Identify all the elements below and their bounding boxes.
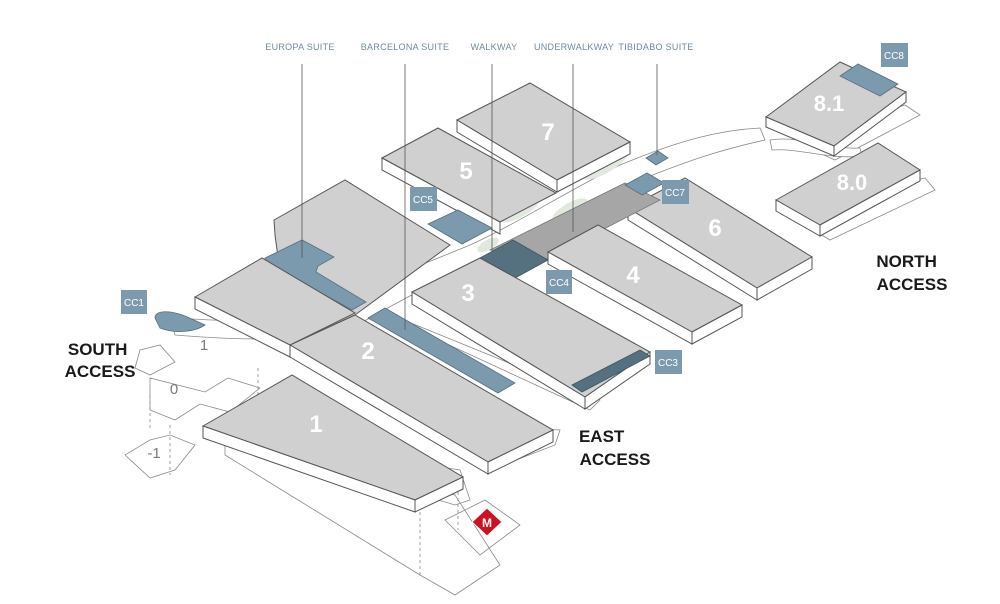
cc4-badge[interactable]: CC4 (546, 270, 572, 294)
east-access-line1: EAST (579, 427, 625, 446)
hall-8-0[interactable] (774, 142, 921, 237)
north-access-label: NORTH ACCESS (876, 252, 947, 294)
hall-6-label: 6 (708, 215, 721, 242)
metro-icon[interactable]: M (471, 507, 503, 537)
east-access-label: EAST ACCESS (579, 427, 650, 469)
cc7-label: CC7 (665, 188, 685, 199)
hall-1[interactable] (201, 374, 465, 513)
hall-8-1-label: 8.1 (814, 91, 845, 116)
hall-5-label: 5 (459, 158, 472, 185)
label-underwalkway: UNDERWALKWAY (534, 42, 614, 52)
hall-2-upper (193, 257, 357, 358)
north-access-line2: ACCESS (877, 275, 948, 294)
cc4-label: CC4 (549, 278, 569, 289)
south-access-line1: SOUTH (68, 340, 128, 359)
cc8-badge[interactable]: CC8 (881, 43, 908, 67)
north-access-line1: NORTH (876, 252, 936, 271)
leader-lines (301, 64, 658, 330)
cc1-badge[interactable]: CC1 (121, 290, 147, 314)
level-0-label: 0 (170, 381, 178, 398)
metro-label: M (482, 516, 492, 530)
cc8-label: CC8 (884, 51, 904, 62)
hall-4-label: 4 (626, 262, 640, 289)
east-access-line2: ACCESS (580, 450, 651, 469)
cc1-label: CC1 (124, 298, 144, 309)
hall-4[interactable] (546, 224, 744, 345)
hall-3-label: 3 (461, 280, 474, 307)
hall-3[interactable] (410, 257, 651, 410)
level-1-label: 1 (200, 337, 208, 354)
label-tibidabo-suite: TIBIDABO SUITE (618, 42, 693, 52)
label-barcelona-suite: BARCELONA SUITE (361, 42, 450, 52)
hall-7[interactable] (455, 82, 632, 193)
cc7-badge[interactable]: CC7 (662, 180, 689, 204)
hall-5[interactable] (380, 127, 558, 235)
cc3-badge[interactable]: CC3 (655, 350, 682, 374)
suite-cc1[interactable] (154, 311, 206, 332)
label-walkway: WALKWAY (471, 42, 518, 52)
hall-8-1[interactable] (765, 61, 907, 157)
south-access-label: SOUTH ACCESS (65, 340, 136, 381)
south-access-line2: ACCESS (65, 362, 136, 381)
level-minus-1-label: -1 (147, 445, 160, 462)
hall-1-label: 1 (309, 411, 322, 438)
label-europa-suite: EUROPA SUITE (265, 42, 334, 52)
hall-6[interactable] (626, 177, 813, 301)
cc5-badge[interactable]: CC5 (410, 187, 437, 211)
cc3-label: CC3 (658, 358, 678, 369)
hall-8-0-label: 8.0 (837, 170, 868, 195)
hall-7-label: 7 (541, 119, 554, 146)
cc5-label: CC5 (413, 195, 433, 206)
hall-2-label: 2 (361, 338, 374, 365)
suite-tibidabo[interactable] (645, 150, 669, 166)
